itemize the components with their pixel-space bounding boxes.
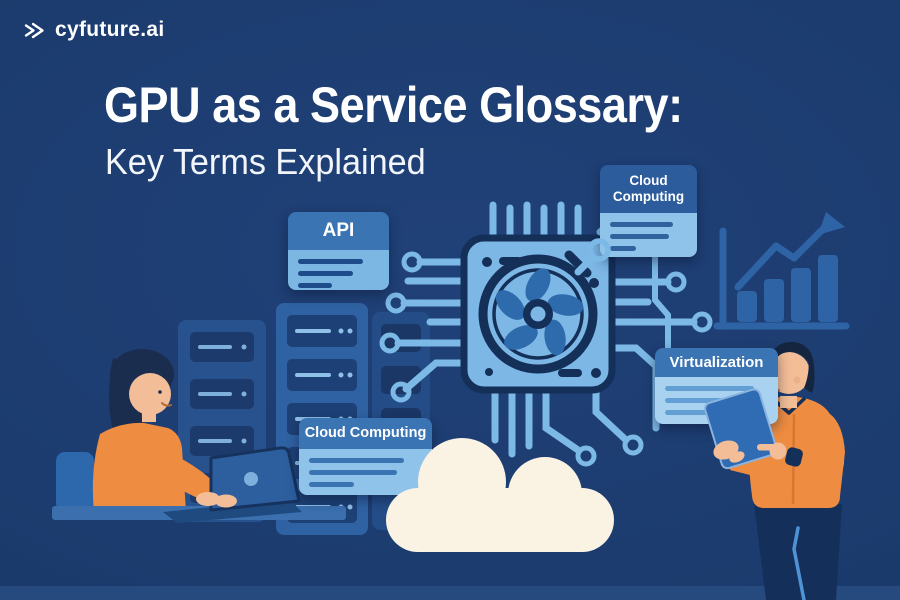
floor-strip bbox=[0, 586, 900, 600]
fan-icon bbox=[478, 254, 598, 374]
cloud-icon bbox=[386, 438, 614, 552]
woman-at-laptop-illustration bbox=[92, 349, 228, 512]
brand-logo: cyfuture.ai bbox=[24, 18, 165, 42]
chair bbox=[56, 452, 94, 512]
page-subtitle: Key Terms Explained bbox=[105, 141, 426, 182]
tablet-icon bbox=[704, 388, 787, 470]
woman-hands bbox=[196, 492, 237, 508]
brand-arrow-icon bbox=[24, 22, 44, 38]
heading-block: GPU as a Service Glossary: Key Terms Exp… bbox=[104, 80, 747, 183]
page-title: GPU as a Service Glossary: bbox=[104, 77, 683, 133]
gpu-chip-icon bbox=[460, 234, 616, 394]
laptop-icon bbox=[163, 446, 302, 523]
circuit-node bbox=[574, 238, 611, 276]
growth-chart-icon bbox=[713, 212, 850, 330]
brand-name: cyfuture.ai bbox=[55, 18, 165, 41]
